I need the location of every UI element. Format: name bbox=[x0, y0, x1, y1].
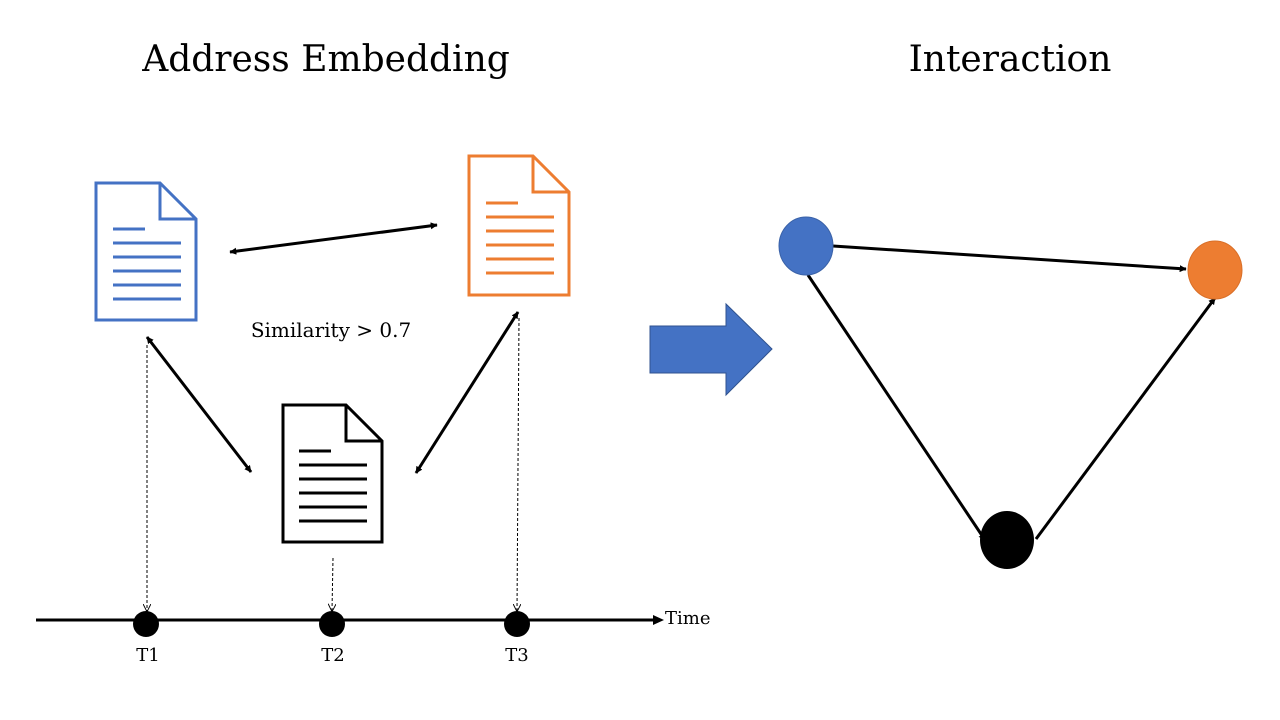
tick-label-t1: T1 bbox=[136, 645, 159, 666]
document-icon-orange bbox=[467, 154, 571, 297]
right-arrow-icon bbox=[649, 302, 773, 397]
tick-label-t3: T3 bbox=[505, 645, 528, 666]
document-icon-blue bbox=[94, 181, 198, 322]
timeline-point-t1 bbox=[133, 611, 159, 637]
similarity-label: Similarity > 0.7 bbox=[251, 318, 411, 342]
dashed-projection-t3 bbox=[517, 317, 519, 611]
right-panel-title: Interaction bbox=[909, 39, 1112, 80]
similarity-arrow-blue-black bbox=[145, 336, 253, 473]
timeline-point-t2 bbox=[319, 611, 345, 637]
tick-label-t2: T2 bbox=[321, 645, 344, 666]
left-panel-title: Address Embedding bbox=[141, 39, 510, 80]
timeline-arrowhead bbox=[653, 615, 664, 625]
node-black bbox=[980, 511, 1034, 569]
interaction-edge-black-orange bbox=[1034, 297, 1217, 540]
timeline-axis-label: Time bbox=[665, 608, 710, 629]
timeline-point-t3 bbox=[504, 611, 530, 637]
interaction-edge-blue-orange bbox=[832, 244, 1187, 273]
node-blue bbox=[778, 216, 834, 276]
interaction-edge-blue-black bbox=[806, 274, 987, 541]
node-orange bbox=[1187, 240, 1243, 300]
similarity-arrow-orange-black bbox=[414, 311, 520, 474]
document-icon-black bbox=[281, 403, 384, 544]
similarity-arrow-blue-orange bbox=[229, 222, 438, 255]
dashed-projection-t2 bbox=[332, 557, 333, 611]
